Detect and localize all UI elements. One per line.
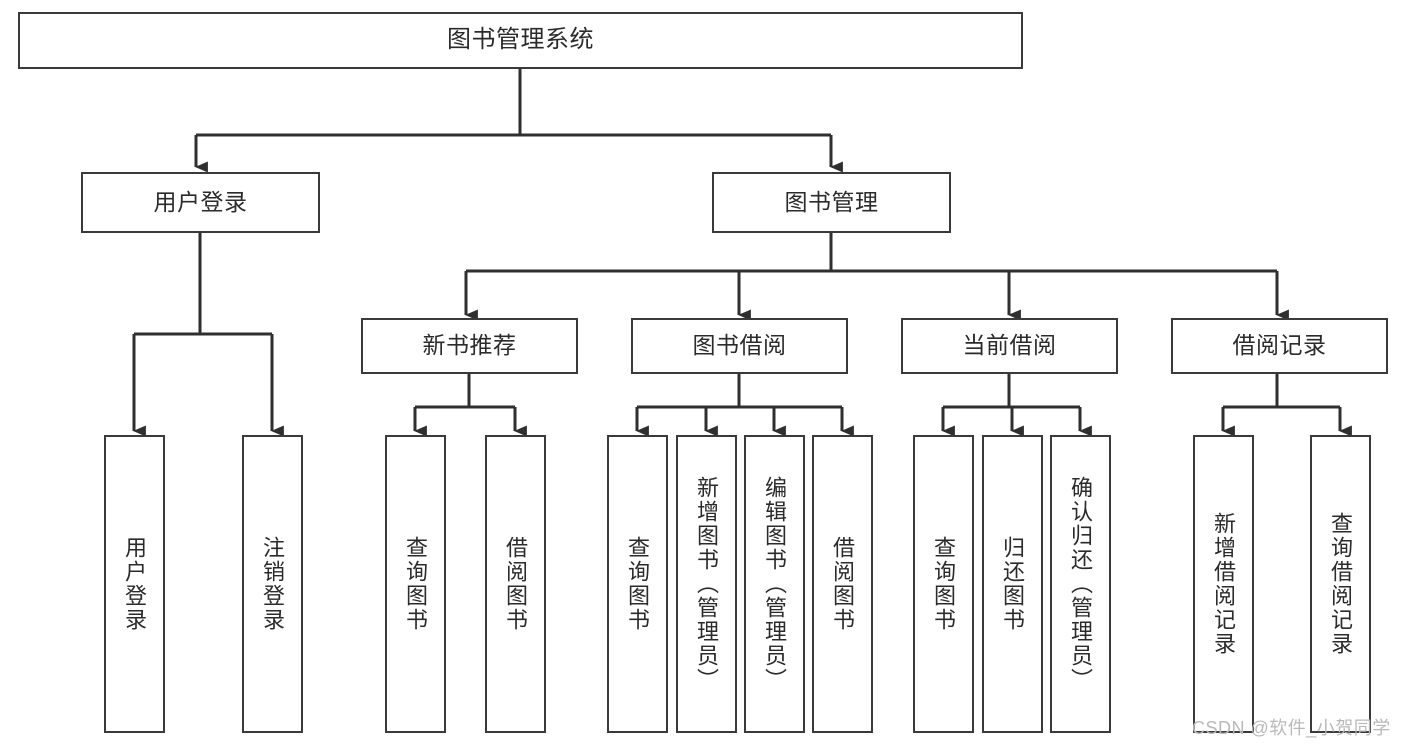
node-leaf-borrow-book-1-label: 借阅图书 — [503, 536, 529, 632]
node-leaf-borrow-book-2[interactable]: 借阅图书 — [812, 435, 873, 733]
node-current-borrow-label: 当前借阅 — [962, 332, 1057, 359]
node-leaf-query-book-2[interactable]: 查询图书 — [607, 435, 668, 733]
node-leaf-query-book-3-label: 查询图书 — [931, 536, 957, 632]
node-leaf-query-book-2-label: 查询图书 — [625, 536, 651, 632]
node-book-borrow[interactable]: 图书借阅 — [631, 318, 848, 374]
node-leaf-query-record[interactable]: 查询借阅记录 — [1310, 435, 1371, 733]
node-leaf-add-book[interactable]: 新增图书（管理员） — [676, 435, 737, 733]
node-leaf-user-logout[interactable]: 注销登录 — [242, 435, 303, 733]
node-leaf-confirm-return[interactable]: 确认归还（管理员） — [1050, 435, 1111, 733]
node-root-label: 图书管理系统 — [447, 26, 594, 54]
node-leaf-add-book-label: 新增图书（管理员） — [694, 476, 720, 692]
node-borrow-record[interactable]: 借阅记录 — [1171, 318, 1388, 374]
node-borrow-record-label: 借阅记录 — [1232, 332, 1327, 359]
node-leaf-edit-book-label: 编辑图书（管理员） — [762, 476, 788, 692]
node-leaf-query-record-label: 查询借阅记录 — [1328, 512, 1354, 656]
node-leaf-edit-book[interactable]: 编辑图书（管理员） — [744, 435, 805, 733]
node-leaf-return-book[interactable]: 归还图书 — [982, 435, 1043, 733]
node-new-book-rec[interactable]: 新书推荐 — [361, 318, 578, 374]
node-leaf-add-record[interactable]: 新增借阅记录 — [1193, 435, 1254, 733]
node-book-manage-label: 图书管理 — [784, 188, 879, 215]
node-leaf-borrow-book-1[interactable]: 借阅图书 — [485, 435, 546, 733]
node-new-book-rec-label: 新书推荐 — [422, 332, 517, 359]
node-leaf-confirm-return-label: 确认归还（管理员） — [1068, 476, 1094, 692]
node-leaf-add-record-label: 新增借阅记录 — [1211, 512, 1237, 656]
node-user-login[interactable]: 用户登录 — [81, 172, 320, 233]
node-root[interactable]: 图书管理系统 — [18, 12, 1023, 69]
node-leaf-user-logout-label: 注销登录 — [260, 536, 286, 632]
node-user-login-label: 用户登录 — [153, 188, 248, 215]
node-book-manage[interactable]: 图书管理 — [712, 172, 951, 233]
node-leaf-query-book-3[interactable]: 查询图书 — [913, 435, 974, 733]
node-leaf-borrow-book-2-label: 借阅图书 — [830, 536, 856, 632]
node-leaf-user-login[interactable]: 用户登录 — [104, 435, 165, 733]
node-leaf-return-book-label: 归还图书 — [1000, 536, 1026, 632]
node-leaf-query-book-1[interactable]: 查询图书 — [385, 435, 446, 733]
node-current-borrow[interactable]: 当前借阅 — [901, 318, 1118, 374]
node-book-borrow-label: 图书借阅 — [692, 332, 787, 359]
node-leaf-user-login-label: 用户登录 — [122, 536, 148, 632]
node-leaf-query-book-1-label: 查询图书 — [403, 536, 429, 632]
